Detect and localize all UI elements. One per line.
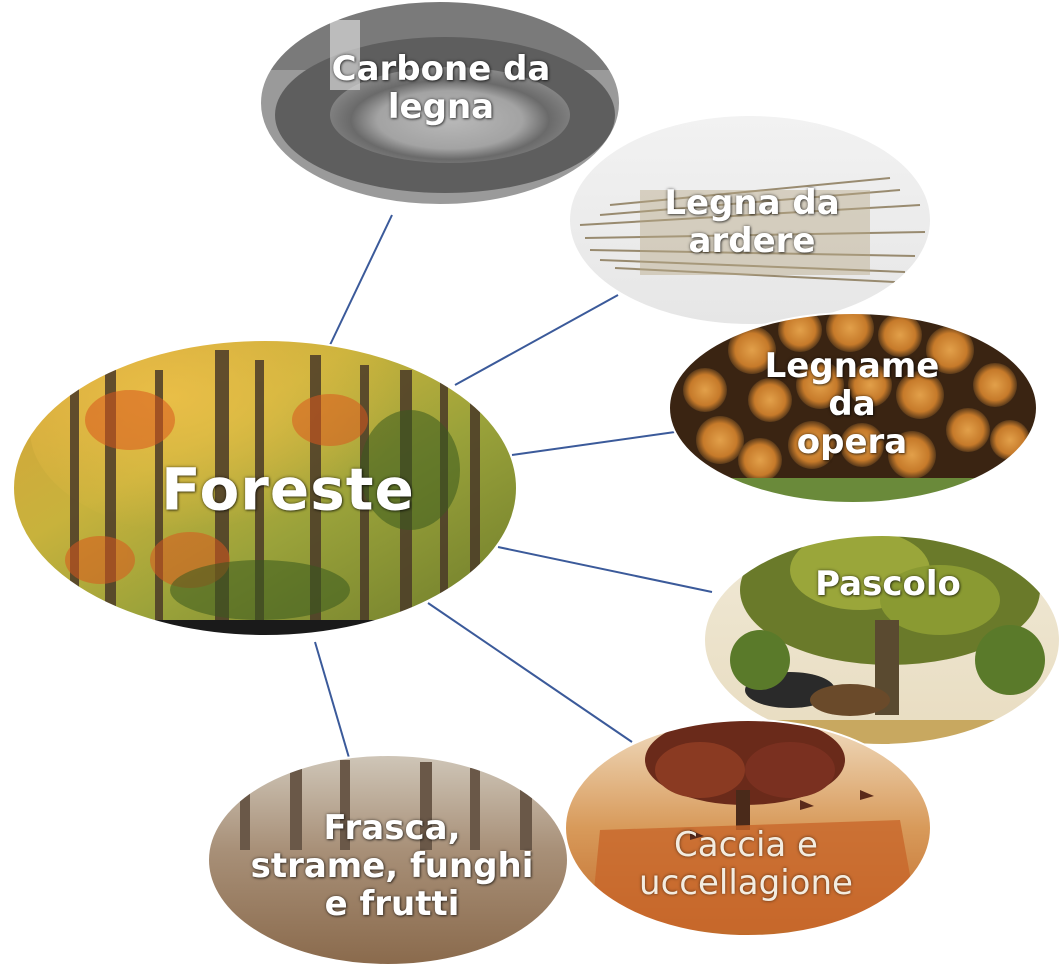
connector-legname [512,432,675,455]
connector-pascolo [498,547,712,592]
center-label: Foreste [161,458,415,523]
connector-frasca [315,642,352,768]
node-label-carbone: Carbone da legna [332,50,551,126]
node-label-legname: Legname da opera [749,347,956,461]
node-label-caccia: Caccia e uccellagione [639,826,853,902]
node-label-frasca: Frasca, strame, funghi e frutti [251,809,534,923]
connector-carbone [330,215,392,345]
connector-legna [455,295,618,385]
node-label-pascolo: Pascolo [815,565,961,603]
node-label-legna: Legna da ardere [664,184,839,260]
connector-caccia [428,603,632,742]
